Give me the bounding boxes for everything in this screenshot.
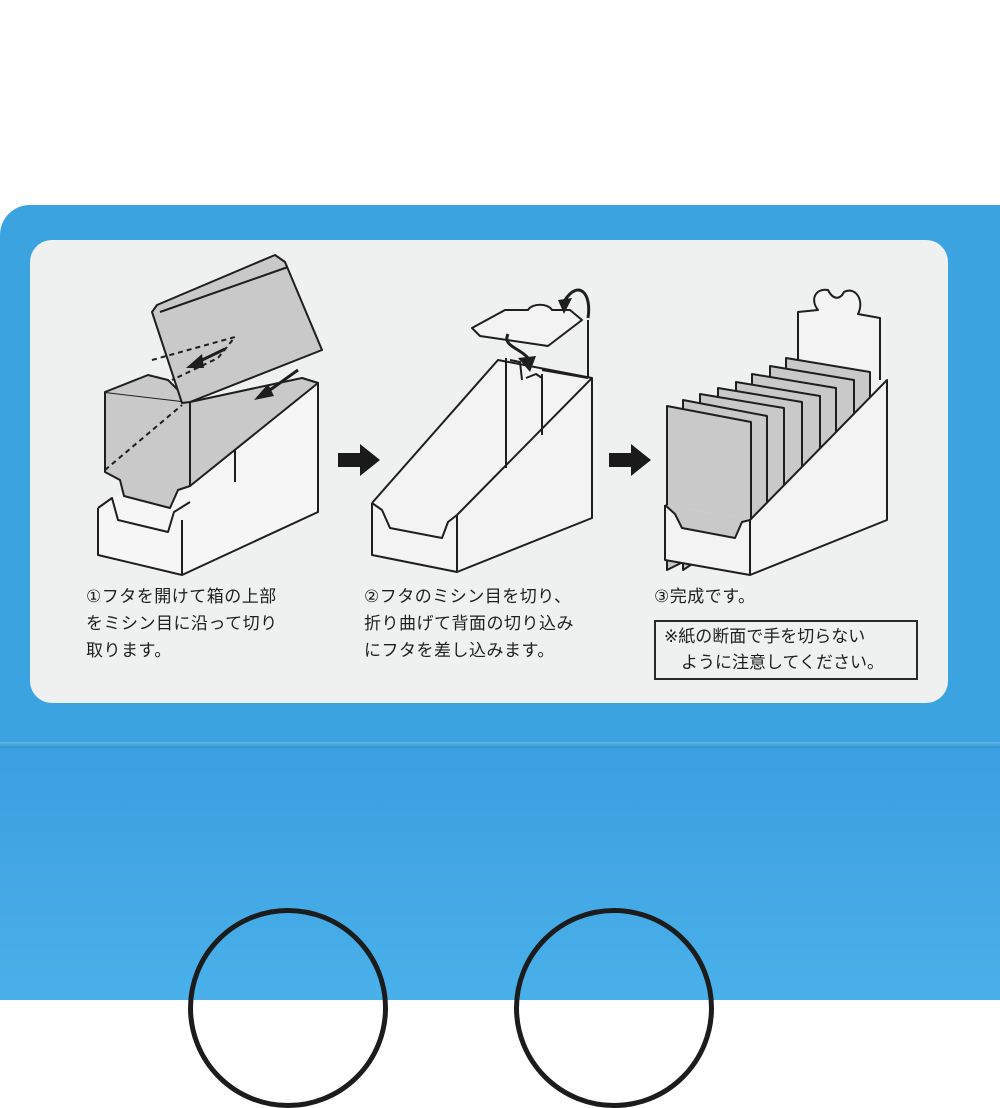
package-fold-crease <box>0 742 1000 748</box>
step-arrow-right-icon <box>609 444 651 476</box>
step1-illustration <box>97 254 323 576</box>
decorative-ring-left <box>188 908 388 1108</box>
step3-illustration <box>664 288 888 576</box>
step-arrow-right-icon <box>338 444 380 476</box>
step2-illustration <box>371 288 593 573</box>
step1-text: ①フタを開けて箱の上部 をミシン目に沿って切り 取ります。 <box>86 587 278 661</box>
decorative-ring-right <box>514 908 714 1108</box>
step2-text: ②フタのミシン目を切り、 折り曲げて背面の切り込み にフタを差し込みます。 <box>364 587 574 661</box>
step3-text: ③完成です。 <box>654 587 756 607</box>
package-box-front <box>0 748 1000 1000</box>
warning-note: ※紙の断面で手を切らない ように注意してください。 <box>654 620 918 680</box>
